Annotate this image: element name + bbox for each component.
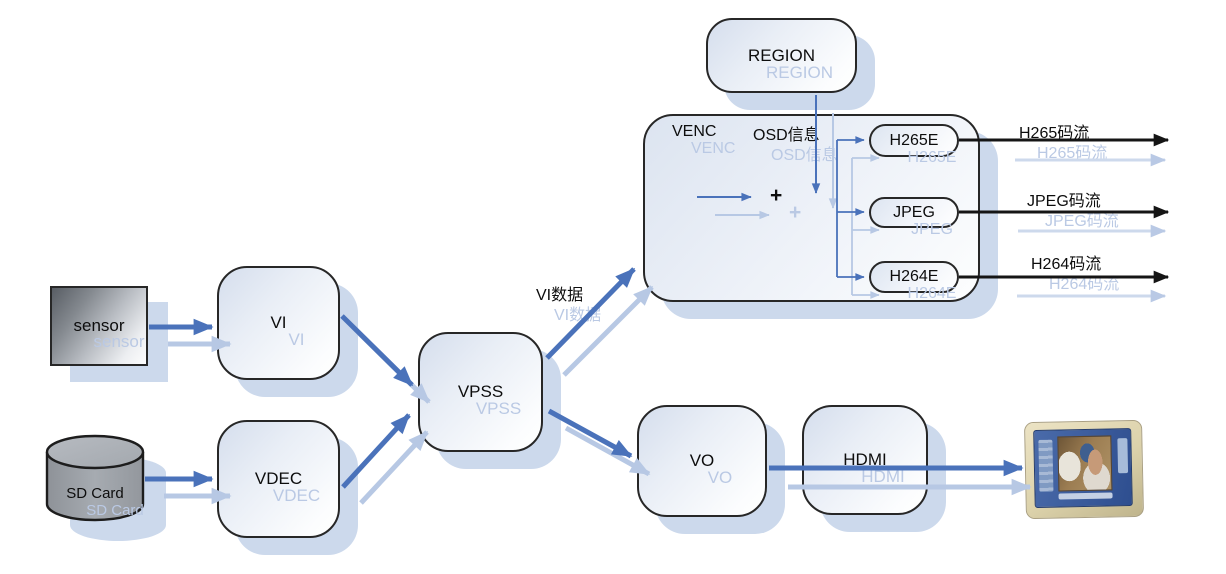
- monitor-video-image: [1057, 435, 1113, 492]
- node-region: REGION REGION: [706, 18, 875, 110]
- node-label: VDEC: [254, 469, 303, 488]
- ghost-label: OSD信息: [771, 147, 838, 164]
- monitor-ui-bottom: [1058, 492, 1113, 500]
- monitor-screen: [1033, 428, 1133, 509]
- node-label: SD Card: [66, 485, 124, 502]
- node-vo: VO VO: [637, 405, 785, 534]
- ghost-label: H265码流: [1037, 145, 1108, 162]
- node-sd-card: SD Card SD Card: [44, 432, 176, 554]
- ghost-label: +: [789, 201, 802, 224]
- node-sensor: sensor sensor: [50, 286, 168, 382]
- node-label: H265E: [889, 131, 939, 149]
- node-label: VI: [270, 313, 287, 332]
- monitor-ui-right: [1117, 438, 1129, 474]
- node-vi: VI VI: [217, 266, 358, 397]
- node-h265e: H265E H265E: [869, 124, 977, 174]
- node-label: sensor: [73, 316, 125, 335]
- label-plus: + +: [770, 184, 802, 224]
- arrow-vpss-to-vo: [547, 408, 633, 459]
- ghost-label: VI数据: [554, 307, 602, 324]
- label-vi-data: VI数据 VI数据: [536, 287, 602, 324]
- cylinder-shape: [45, 434, 145, 522]
- label-h265-stream: H265码流 H265码流: [1019, 125, 1108, 162]
- node-vpss: VPSS VPSS: [418, 332, 561, 469]
- node-vdec: VDEC VDEC: [217, 420, 358, 555]
- node-label: HDMI: [843, 450, 887, 469]
- node-h264e: H264E H264E: [869, 261, 977, 310]
- ghost-label: SD Card: [86, 502, 144, 519]
- label-h264-stream: H264码流 H264码流: [1031, 256, 1120, 293]
- node-hdmi: HDMI HDMI: [802, 405, 946, 532]
- monitor-frame: [1023, 419, 1145, 520]
- ghost-label: JPEG码流: [1045, 213, 1119, 230]
- node-display-monitor: [1023, 419, 1145, 520]
- label-osd-info: OSD信息 OSD信息: [753, 127, 838, 164]
- node-label: H264E: [889, 268, 939, 285]
- node-jpeg: JPEG JPEG: [869, 197, 977, 245]
- sd-card-cylinder: [45, 434, 166, 541]
- ghost-label: VENC: [691, 140, 736, 157]
- node-label: VENC: [672, 123, 717, 140]
- node-label: VPSS: [457, 382, 504, 401]
- node-label: REGION: [747, 45, 816, 65]
- ghost-label: H264码流: [1049, 276, 1120, 293]
- label-jpeg-stream: JPEG码流 JPEG码流: [1027, 193, 1119, 230]
- node-label: VO: [689, 451, 715, 470]
- monitor-ui-left: [1038, 439, 1054, 492]
- node-label: JPEG: [893, 203, 935, 221]
